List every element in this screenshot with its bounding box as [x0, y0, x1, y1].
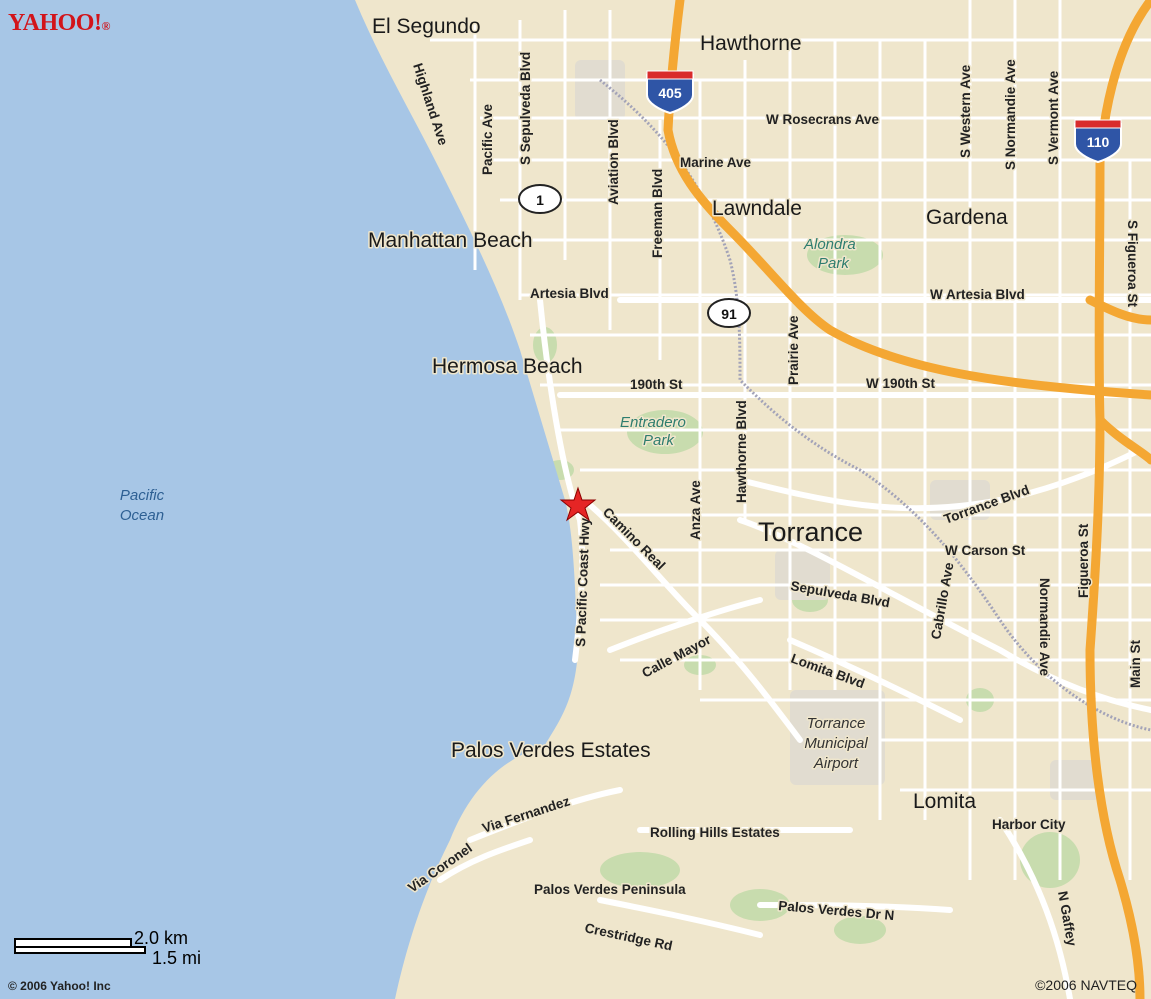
street-normandie-ave: Normandie Ave: [1037, 578, 1052, 677]
yahoo-logo-text: YAHOO!: [8, 10, 102, 36]
arterial-roads: [437, 297, 1151, 999]
location-star-icon[interactable]: [559, 486, 597, 522]
street-w-190th-st: W 190th St: [866, 376, 936, 391]
navteq-copyright: ©2006 NAVTEQ: [1035, 977, 1137, 993]
ca91-shield-number: 91: [721, 306, 737, 322]
street-s-normandie-ave: S Normandie Ave: [1003, 59, 1018, 170]
street-s-western-ave: S Western Ave: [958, 64, 973, 158]
street-figueroa-st: Figueroa St: [1076, 523, 1091, 598]
street-pacific-ave: Pacific Ave: [480, 103, 495, 175]
park-entradero-line2: Park: [643, 432, 675, 449]
street-s-vermont-ave: S Vermont Ave: [1046, 70, 1061, 165]
city-gardena: Gardena: [926, 206, 1008, 229]
street-s-sepulveda-blvd: S Sepulveda Blvd: [518, 52, 533, 165]
i405-shield-icon: 405: [646, 70, 694, 115]
park-alondra-line1: Alondra: [803, 236, 856, 253]
yahoo-logo-mark: ®: [101, 19, 110, 33]
street-prairie-ave: Prairie Ave: [786, 315, 801, 385]
park-alondra-line2: Park: [818, 255, 850, 272]
street-aviation-blvd: Aviation Blvd: [606, 119, 621, 205]
city-hermosa-beach: Hermosa Beach: [432, 355, 583, 378]
street-s-figueroa-st: S Figueroa St: [1125, 220, 1140, 308]
ocean-area: [0, 0, 578, 999]
street-190th-st: 190th St: [630, 377, 683, 392]
city-palos-verdes-estates: Palos Verdes Estates: [451, 739, 651, 762]
scale-bar-mi: [14, 946, 146, 954]
street-main-st: Main St: [1128, 639, 1143, 688]
scale-km-label: 2.0 km: [134, 928, 189, 948]
airport-label-line1: Torrance: [807, 715, 866, 732]
city-el-segundo: El Segundo: [372, 15, 481, 38]
scale-bar-km: [14, 938, 132, 946]
i405-shield-number: 405: [658, 85, 682, 101]
scale-mi-label: 1.5 mi: [152, 948, 202, 968]
map-scale: 2.0 km 1.5 mi: [14, 928, 234, 970]
i110-shield-icon: 110: [1074, 119, 1122, 164]
yahoo-logo[interactable]: YAHOO!®: [8, 10, 110, 37]
ca1-shield-number: 1: [536, 192, 544, 208]
street-hawthorne-blvd: Hawthorne Blvd: [734, 400, 749, 503]
city-torrance: Torrance: [758, 517, 863, 547]
street-s-pacific-coast-hwy: S Pacific Coast Hwy: [573, 517, 593, 647]
street-w-carson-st: W Carson St: [945, 543, 1026, 558]
street-w-rosecrans-ave: W Rosecrans Ave: [766, 112, 880, 127]
street-freeman-blvd: Freeman Blvd: [650, 169, 665, 258]
park-entradero-line1: Entradero: [620, 414, 686, 431]
city-hawthorne: Hawthorne: [700, 32, 802, 55]
ocean-label-line2: Ocean: [120, 507, 164, 524]
ocean-label-line1: Pacific: [120, 487, 165, 504]
i110-shield-number: 110: [1087, 134, 1110, 150]
street-w-artesia-blvd: W Artesia Blvd: [930, 287, 1025, 302]
city-harbor-city: Harbor City: [992, 817, 1066, 832]
ca91-shield-icon: 91: [707, 298, 751, 328]
airport-label-line2: Municipal: [804, 735, 868, 752]
city-lawndale: Lawndale: [712, 197, 802, 220]
street-anza-ave: Anza Ave: [688, 480, 703, 540]
city-manhattan-beach: Manhattan Beach: [368, 229, 533, 252]
city-palos-verdes-peninsula: Palos Verdes Peninsula: [534, 882, 686, 897]
street-marine-ave: Marine Ave: [680, 155, 752, 170]
street-artesia-blvd: Artesia Blvd: [530, 286, 609, 301]
city-lomita: Lomita: [913, 790, 976, 813]
city-rolling-hills-estates: Rolling Hills Estates: [650, 825, 780, 840]
yahoo-copyright: © 2006 Yahoo! Inc: [8, 979, 111, 993]
airport-label-line3: Airport: [813, 755, 859, 772]
ca1-shield-icon: 1: [518, 184, 562, 214]
